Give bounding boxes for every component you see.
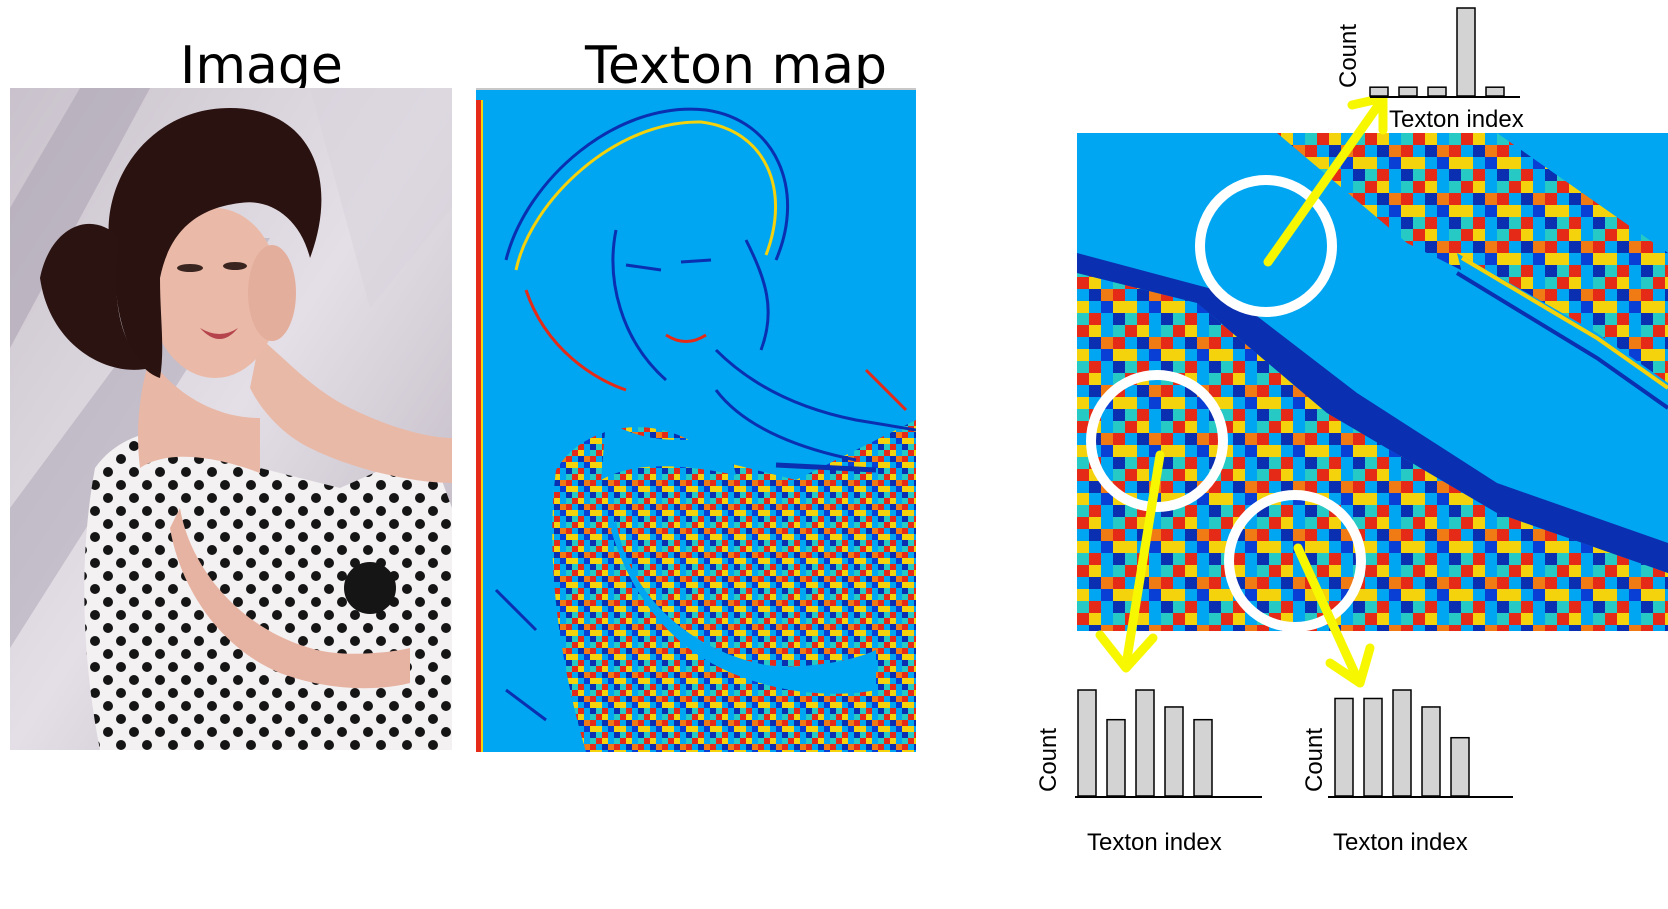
histogram-bottom-left-bar-4	[1164, 706, 1184, 797]
texton-zoom-region	[1077, 133, 1668, 631]
histogram-top-bar-1	[1369, 86, 1389, 97]
histogram-top-xlabel: Texton index	[1389, 106, 1524, 133]
histogram-bottom-right-bar-1	[1334, 697, 1354, 797]
histogram-top: Count Texton index	[1335, 7, 1524, 133]
histogram-top-bar-3	[1427, 86, 1447, 97]
sample-circle-left	[1086, 370, 1228, 512]
histogram-bottom-left-xlabel: Texton index	[1087, 829, 1222, 856]
histogram-bottom-right: Count Texton index	[1301, 689, 1513, 856]
sample-circle-top	[1195, 175, 1337, 317]
histogram-bottom-left-bar-5	[1193, 718, 1213, 797]
histogram-bottom-right-bar-3	[1392, 689, 1412, 797]
histogram-bottom-right-bar-2	[1363, 697, 1383, 797]
image-title: Image	[180, 36, 343, 96]
histogram-top-ylabel: Count	[1335, 24, 1362, 88]
histogram-bottom-left: Count Texton index	[1035, 689, 1262, 856]
histogram-top-bar-2	[1398, 86, 1418, 97]
arrow-left	[1121, 450, 1165, 670]
texton-map-title: Texton map	[585, 36, 887, 96]
arrow-right	[1293, 543, 1363, 685]
histogram-bottom-left-bar-3	[1135, 689, 1155, 797]
histogram-bottom-left-bar-2	[1106, 718, 1126, 797]
texton-map	[476, 88, 916, 752]
source-photo	[10, 88, 452, 750]
histogram-top-bar-5	[1485, 86, 1505, 97]
histogram-bottom-right-bar-5	[1450, 736, 1470, 797]
arrow-right-head	[1325, 643, 1375, 688]
sample-circle-right	[1224, 490, 1366, 632]
histogram-bottom-left-bar-1	[1077, 689, 1097, 797]
arrow-top	[1263, 95, 1387, 267]
histogram-top-bar-4	[1456, 7, 1476, 97]
histogram-bottom-left-ylabel: Count	[1035, 728, 1062, 792]
histogram-bottom-right-xlabel: Texton index	[1333, 829, 1468, 856]
histogram-bottom-right-ylabel: Count	[1301, 728, 1328, 792]
histogram-bottom-right-bar-4	[1421, 706, 1441, 797]
arrow-left-head	[1095, 630, 1158, 673]
